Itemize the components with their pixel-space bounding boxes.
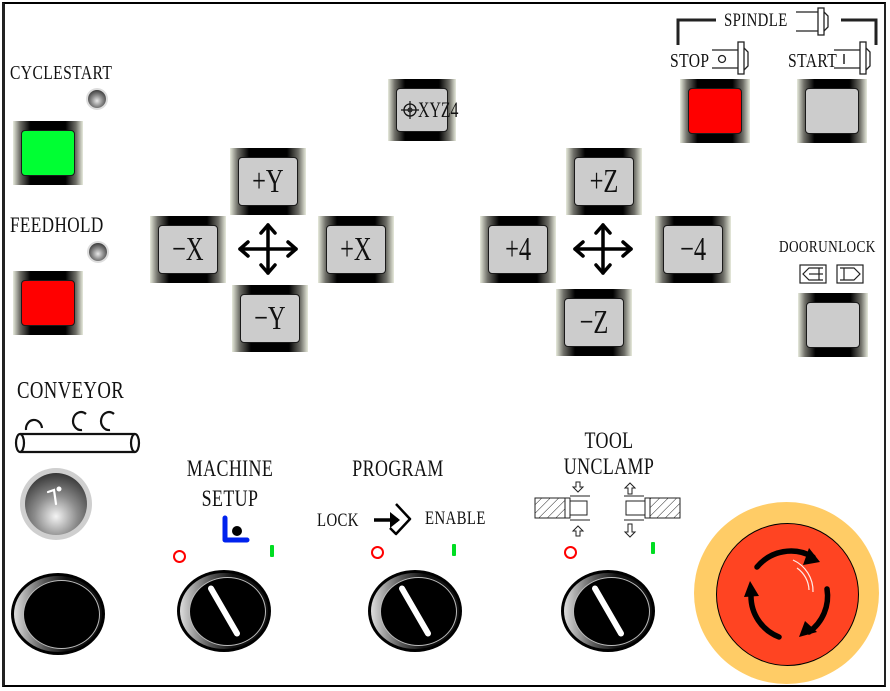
cycle-start-indicator-light <box>88 90 106 108</box>
feed-hold-label: FEEDHOLD <box>10 212 104 237</box>
machine-setup-off-indicator <box>173 550 186 563</box>
cycle-start-button-face <box>21 130 75 176</box>
spindle-label: SPINDLE <box>724 10 788 31</box>
feed-hold-button-face <box>21 280 75 326</box>
jog-plus-x-button[interactable]: +X <box>318 216 394 283</box>
home-xyz4-button-face: XYZ4 <box>396 88 458 132</box>
machine-setup-key-switch[interactable] <box>177 570 271 652</box>
program-label: PROGRAM <box>352 456 444 481</box>
conveyor-selector-knob[interactable] <box>11 573 105 655</box>
tool-unclamp-label-line1: TOOL <box>584 428 634 453</box>
door-unlock-button-face <box>806 302 860 348</box>
conveyor-button[interactable] <box>20 468 92 540</box>
jog-minus-y-label: −Y <box>254 299 286 337</box>
spindle-start-label: START <box>788 50 838 72</box>
program-enable-arrow-icon <box>374 503 412 536</box>
tool-unclamp-label-line2: UNCLAMP <box>563 454 655 479</box>
program-on-indicator <box>452 544 456 556</box>
tool-unclamp-off-indicator <box>564 546 577 559</box>
jog-minus-x-label: −X <box>172 230 204 268</box>
tool-unclamp-key-switch[interactable] <box>561 570 655 652</box>
spindle-start-button-face <box>805 88 859 134</box>
conveyor-icon <box>14 411 141 454</box>
door-unlock-icon <box>799 264 864 284</box>
spindle-start-icon <box>834 41 871 75</box>
tool-clamp-icon <box>534 481 590 537</box>
conveyor-light-glyph-icon <box>46 486 62 506</box>
jog-minus-y-button[interactable]: −Y <box>232 285 308 352</box>
emergency-stop-button[interactable] <box>716 523 859 666</box>
jog-plus-y-button[interactable]: +Y <box>230 148 306 215</box>
jog-minus-4-button[interactable]: −4 <box>655 216 731 283</box>
feed-hold-button[interactable] <box>13 271 83 335</box>
home-xyz4-label: XYZ4 <box>418 97 459 122</box>
jog-plus-x-label: +X <box>340 230 372 268</box>
spindle-icon <box>796 7 829 36</box>
spindle-stop-label: STOP <box>670 50 710 72</box>
cycle-start-button[interactable] <box>13 121 83 185</box>
jog-plus-z-label: +Z <box>589 162 619 200</box>
tool-unclamp-on-indicator <box>651 542 655 554</box>
jog-minus-z-button[interactable]: −Z <box>556 289 632 356</box>
program-lock-label: LOCK <box>317 510 359 531</box>
program-enable-label: ENABLE <box>425 508 486 529</box>
crosshair-icon <box>401 101 419 119</box>
jog-minus-x-button[interactable]: −X <box>150 216 226 283</box>
spindle-stop-button[interactable] <box>680 79 750 143</box>
door-unlock-button[interactable] <box>798 293 868 357</box>
jog-plus-z-button[interactable]: +Z <box>566 148 642 215</box>
spindle-bracket <box>676 18 878 45</box>
reset-rotate-arrows-icon <box>744 548 831 640</box>
jog-plus-4-button[interactable]: +4 <box>480 216 556 283</box>
move-arrows-xy-icon <box>238 223 298 275</box>
tool-unclamp-icon <box>623 482 681 538</box>
machine-setup-label-line1: MACHINE <box>186 456 274 481</box>
machine-setup-label-line2: SETUP <box>201 486 259 511</box>
door-unlock-label: DOORUNLOCK <box>779 237 876 256</box>
program-key-switch[interactable] <box>368 570 462 652</box>
spindle-stop-icon <box>712 41 749 75</box>
jog-minus-z-label: −Z <box>579 303 609 341</box>
conveyor-label: CONVEYOR <box>17 378 125 404</box>
spindle-stop-button-face <box>688 88 742 134</box>
feed-hold-indicator-light <box>89 243 107 261</box>
jog-minus-4-label: −4 <box>679 230 707 268</box>
home-xyz4-button[interactable]: XYZ4 <box>388 79 458 141</box>
spindle-start-button[interactable] <box>797 79 867 143</box>
cycle-start-label: CYCLESTART <box>10 62 113 84</box>
machine-setup-icon <box>222 515 250 543</box>
program-off-indicator <box>371 546 384 559</box>
jog-plus-y-label: +Y <box>252 162 284 200</box>
machine-setup-on-indicator <box>270 545 274 557</box>
jog-plus-4-label: +4 <box>504 230 532 268</box>
move-arrows-z4-icon <box>573 223 633 275</box>
